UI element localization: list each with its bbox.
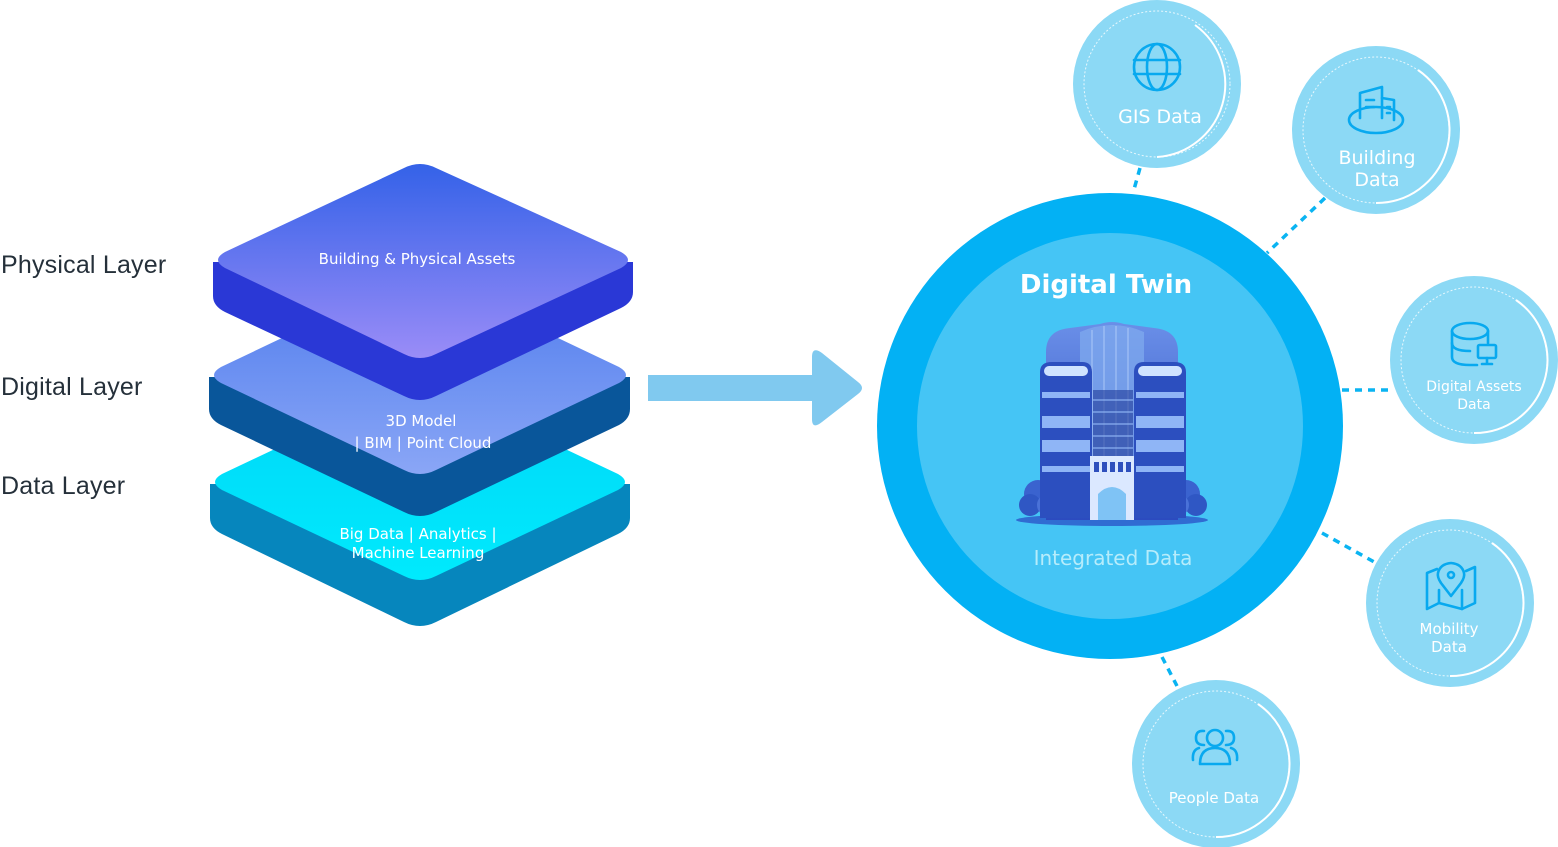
map-pin-icon — [1425, 561, 1477, 611]
node-mobility-label-1: Mobility — [1420, 620, 1479, 638]
physical-plate-top — [218, 164, 628, 358]
digital-layer-label: Digital Layer — [1, 373, 143, 401]
data-layer-label: Data Layer — [1, 472, 126, 500]
buildings-icon — [1347, 85, 1405, 135]
node-digital-assets-label-2: Data — [1457, 397, 1490, 413]
node-mobility-data[interactable]: Mobility Data — [1366, 519, 1534, 687]
data-plate-text-2: Machine Learning — [352, 544, 485, 562]
hub-subtitle: Integrated Data — [1034, 546, 1193, 570]
hub-title: Digital Twin — [1020, 270, 1192, 300]
digital-plate-text-2: | BIM | Point Cloud — [355, 434, 492, 452]
node-building-data[interactable]: Building Data — [1292, 46, 1460, 214]
node-building-label-1: Building — [1338, 147, 1415, 169]
node-gis-data[interactable]: GIS Data — [1073, 0, 1241, 168]
node-people-data[interactable]: People Data — [1132, 680, 1300, 847]
node-mobility-label-2: Data — [1431, 638, 1467, 656]
connector-mobility — [1321, 531, 1377, 565]
connector-gis — [1131, 167, 1142, 194]
globe-icon — [1132, 42, 1182, 92]
node-people-label: People Data — [1169, 789, 1259, 807]
node-digital-assets-data[interactable]: Digital Assets Data — [1390, 276, 1558, 444]
physical-layer-plate — [213, 164, 633, 400]
connectors — [1131, 167, 1392, 687]
people-icon — [1191, 728, 1239, 766]
arrow-right-icon — [648, 350, 862, 426]
database-monitor-icon — [1450, 321, 1498, 367]
digital-twin-hub: Digital Twin — [877, 193, 1343, 659]
data-plate-text-1: Big Data | Analytics | — [339, 525, 496, 543]
digital-plate-text-1: 3D Model — [386, 412, 457, 430]
connector-building — [1265, 196, 1327, 255]
node-building-label-2: Data — [1354, 169, 1399, 191]
node-gis-label: GIS Data — [1118, 106, 1202, 128]
building-illustration — [1016, 322, 1208, 526]
connector-people — [1160, 656, 1179, 687]
node-digital-assets-label-1: Digital Assets — [1426, 379, 1521, 395]
physical-plate-text: Building & Physical Assets — [319, 250, 516, 268]
physical-layer-label: Physical Layer — [1, 251, 167, 279]
